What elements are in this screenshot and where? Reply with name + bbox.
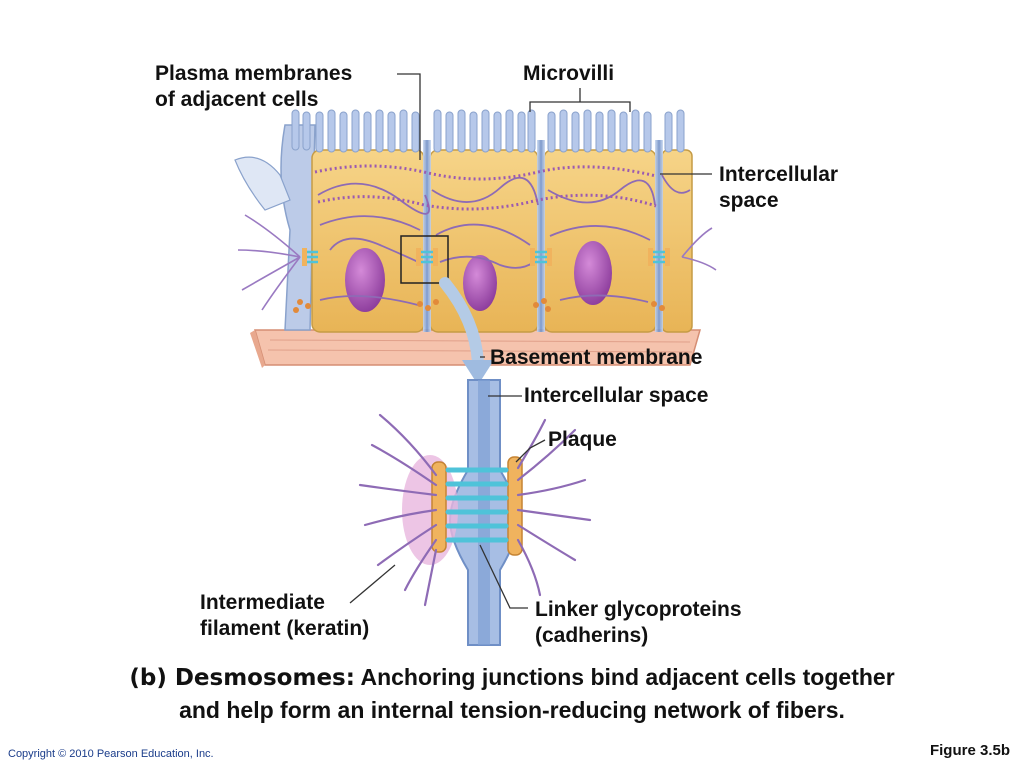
- label-intercellular-space: Intercellular space: [719, 163, 839, 212]
- zoom-box: [400, 235, 449, 284]
- figure-number: Figure 3.5b: [929, 742, 1010, 759]
- plaque-left: [431, 461, 447, 553]
- label-microvilli: Microvilli: [523, 62, 615, 85]
- label-plaque: Plaque: [548, 428, 617, 451]
- zoom-arrow: [439, 277, 494, 385]
- cell-3: [543, 149, 657, 333]
- caption-line1: Anchoring junctions bind adjacent cells …: [354, 664, 895, 690]
- label-intercellular-space-detail: Intercellular space: [524, 384, 709, 407]
- leader-lines: [349, 73, 712, 609]
- plaque-right: [507, 456, 523, 556]
- epithelial-cells: [234, 109, 717, 333]
- copyright-notice: Copyright © 2010 Pearson Education, Inc.: [8, 748, 214, 760]
- figure-caption: (b) Desmosomes: Anchoring junctions bind…: [0, 661, 1024, 726]
- label-basement-membrane: Basement membrane: [490, 346, 703, 369]
- filaments: [317, 174, 691, 306]
- label-plasma-membranes: Plasma membranes of adjacent cells: [155, 62, 353, 111]
- cadherins: [445, 467, 509, 543]
- label-intermediate-filament: Intermediate filament (keratin): [200, 591, 370, 640]
- desmosome-small: [302, 248, 670, 266]
- caption-lead: (b) Desmosomes:: [129, 665, 355, 691]
- nucleus: [463, 255, 497, 311]
- caption-line2: and help form an internal tension-reduci…: [179, 697, 845, 723]
- microvilli: [291, 109, 685, 153]
- intermediate-filaments: [358, 413, 592, 607]
- nucleus: [574, 241, 612, 305]
- desmosome-detail: [358, 379, 592, 646]
- nucleus: [345, 248, 385, 312]
- label-linker-glycoproteins: Linker glycoproteins (cadherins): [535, 598, 742, 647]
